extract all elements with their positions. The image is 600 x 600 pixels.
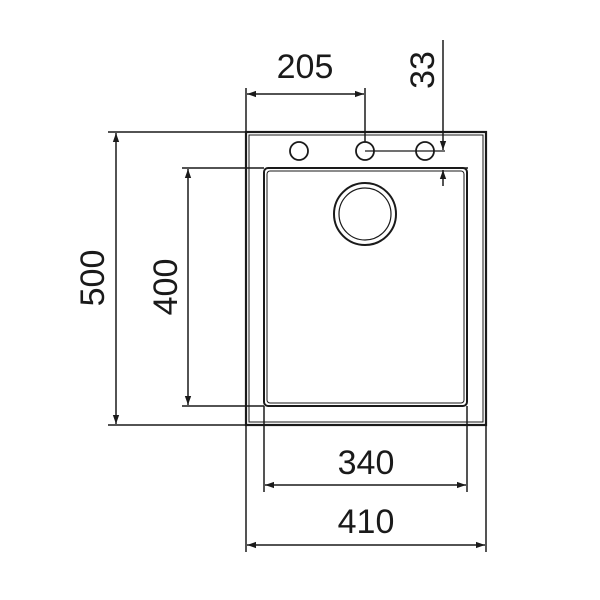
bowl (263, 167, 468, 407)
dimension-410-label: 410 (338, 503, 395, 541)
dimension-205-label: 205 (277, 48, 334, 86)
tap-hole-left (289, 141, 309, 161)
dimension-410 (245, 425, 487, 552)
dimension-500 (108, 131, 246, 426)
outer-frame-inner-line (248, 134, 484, 423)
dimension-340-label: 340 (338, 444, 395, 482)
dimension-400 (182, 167, 264, 407)
drain-inner (338, 187, 392, 241)
dimension-500-label: 500 (74, 250, 112, 307)
dimension-33-label: 33 (404, 51, 442, 89)
outer-frame (244, 130, 488, 427)
drain-outer (333, 182, 397, 246)
dimension-340 (263, 406, 468, 492)
bowl-inner-line (266, 170, 465, 404)
dimension-400-label: 400 (147, 259, 185, 316)
dimension-33 (434, 40, 468, 186)
dimension-205 (245, 88, 366, 142)
